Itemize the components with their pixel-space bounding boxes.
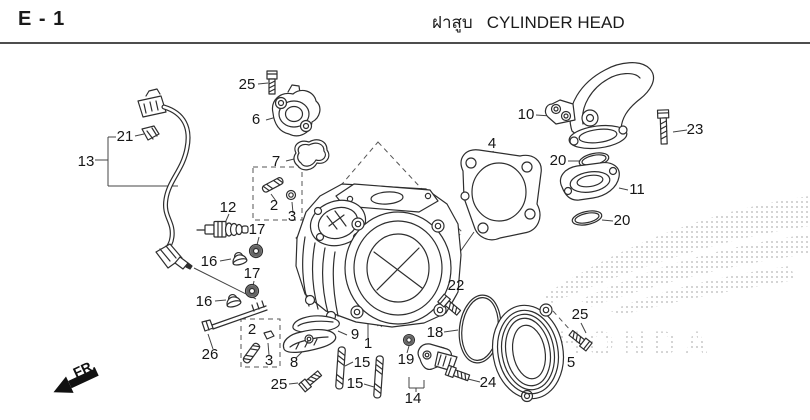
- part-callout-24-25: 24: [480, 374, 497, 391]
- part-callout-3-14: 3: [265, 352, 273, 369]
- part-callout-21-3: 21: [117, 128, 134, 145]
- part-bolt-25-bottom: [298, 368, 324, 393]
- part-callout-11-31: 11: [629, 181, 645, 198]
- part-bolt-24: [444, 364, 471, 384]
- part-callout-14-24: 14: [405, 390, 422, 407]
- page-title-thai: ฝาสูบ: [432, 13, 473, 32]
- fr-direction-arrow: FR.: [53, 357, 99, 393]
- part-callout-4-33: 4: [488, 135, 496, 152]
- part-stud-15-left: [334, 346, 347, 390]
- part-callout-2-13: 2: [248, 321, 256, 338]
- part-callout-12-5: 12: [220, 199, 237, 216]
- page-title-en: CYLINDER HEAD: [486, 13, 625, 32]
- part-bolt-23: [656, 109, 671, 145]
- part-bolt-25-top: [266, 70, 278, 95]
- part-callout-9-19: 9: [351, 326, 359, 343]
- part-bolt-26: [201, 300, 268, 332]
- part-sensor-14: [417, 343, 458, 372]
- part-callout-1-20: 1: [364, 335, 372, 352]
- honda-wing-watermark: HONDA: [543, 196, 810, 363]
- part-callout-23-29: 23: [687, 121, 704, 138]
- part-callout-2-6: 2: [270, 197, 278, 214]
- part-intake-manifold-10: [544, 62, 655, 150]
- part-sensor-harness-13: [137, 88, 193, 270]
- part-callout-8-15: 8: [290, 354, 298, 371]
- part-callout-20-30: 20: [550, 152, 567, 169]
- part-callout-22-21: 22: [448, 277, 465, 294]
- part-callout-10-28: 10: [518, 106, 535, 123]
- part-callout-15-18: 15: [347, 375, 364, 392]
- part-callout-13-4: 13: [78, 153, 95, 170]
- part-callout-5-26: 5: [567, 354, 575, 371]
- part-cover-5: [491, 303, 565, 403]
- part-callout-17-8: 17: [249, 221, 266, 238]
- part-cover-gasket-7: [293, 139, 330, 171]
- part-cylinder-head-1: [295, 183, 462, 328]
- part-callout-25-0: 25: [239, 76, 256, 93]
- part-oring-20-lower: [570, 207, 604, 229]
- part-nut-3-top: [285, 189, 297, 201]
- part-callout-26-12: 26: [202, 346, 219, 363]
- part-callout-20-32: 20: [614, 212, 631, 229]
- part-spark-plug-12: [196, 220, 249, 238]
- part-head-gasket-4: [460, 149, 542, 241]
- part-stud-15-right: [372, 355, 385, 399]
- header-rule: [0, 42, 810, 44]
- page-title: ฝาสูบ CYLINDER HEAD: [432, 9, 625, 36]
- part-callout-16-11: 16: [196, 293, 213, 310]
- part-clip-3-bottom: [263, 330, 275, 340]
- part-cap-nut-16-lower: [224, 292, 243, 309]
- section-code: E - 1: [18, 8, 66, 30]
- part-callout-16-9: 16: [201, 253, 218, 270]
- part-washer-17-lower: [244, 283, 260, 299]
- part-callout-17-10: 17: [244, 265, 261, 282]
- part-callout-25-16: 25: [271, 376, 288, 393]
- part-callout-15-17: 15: [354, 354, 371, 371]
- part-valve-cover-6: [271, 84, 321, 137]
- part-stud-2-top: [260, 175, 285, 194]
- part-clip-21: [141, 125, 160, 141]
- part-washer-17-upper: [248, 243, 264, 259]
- part-tensioner-gasket-9: [292, 315, 340, 333]
- part-insulator-11: [559, 162, 620, 201]
- part-cam-chain-guide-8: [282, 329, 337, 353]
- part-callout-6-1: 6: [252, 111, 260, 128]
- part-callout-18-22: 18: [427, 324, 444, 341]
- part-stud-2-bottom: [241, 341, 262, 365]
- part-callout-19-23: 19: [398, 351, 415, 368]
- part-callout-7-2: 7: [272, 153, 280, 170]
- part-callout-25-27: 25: [572, 306, 589, 323]
- part-cap-nut-16-upper: [230, 250, 249, 267]
- part-callout-3-7: 3: [288, 208, 296, 225]
- part-washer-19: [402, 333, 416, 347]
